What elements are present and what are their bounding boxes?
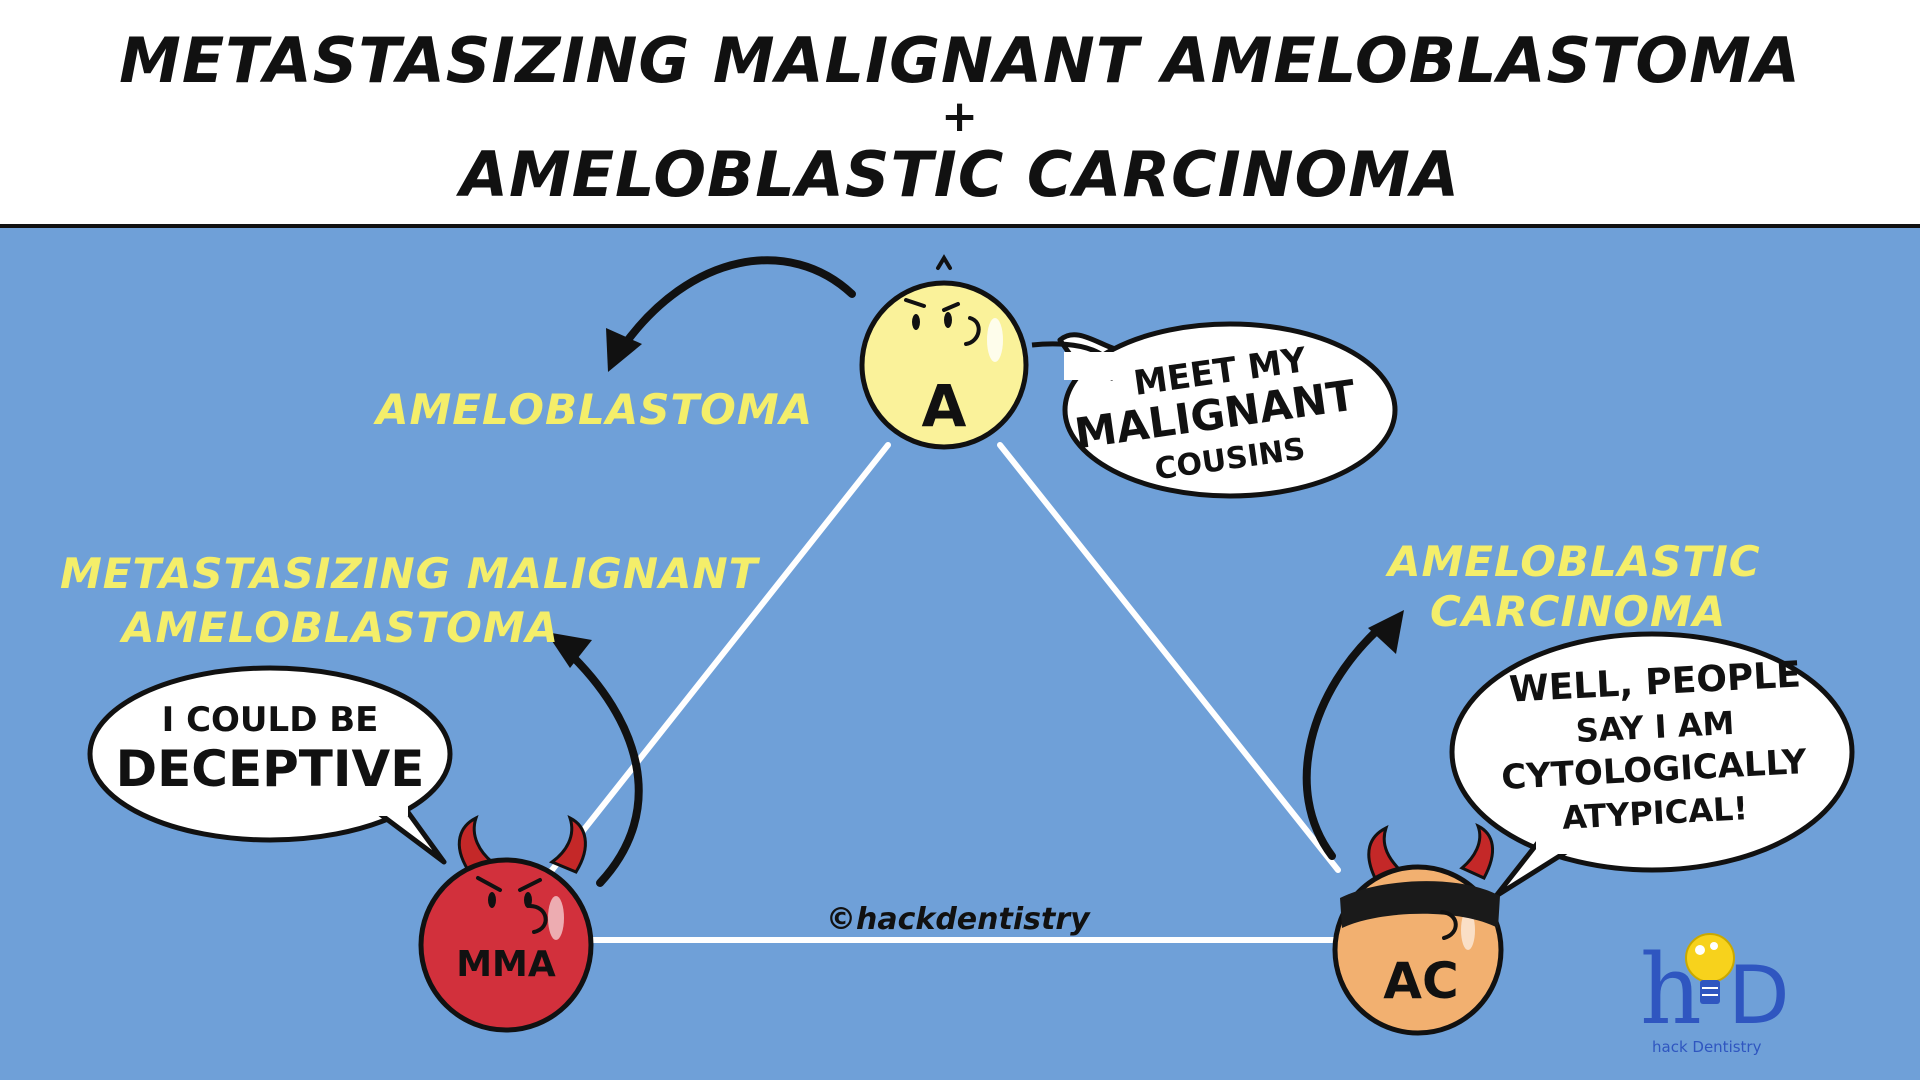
edge-a-mma: [549, 442, 891, 873]
title-plus: +: [941, 91, 979, 142]
character-a: [859, 254, 1029, 450]
horns-icon: [1459, 822, 1495, 880]
label-mma-line-1: METASTASIZING MALIGNANT: [60, 549, 759, 598]
header: [0, 0, 1920, 224]
edge-a-ac: [997, 442, 1341, 873]
header-divider: [0, 224, 1920, 228]
character-ac-label: AC: [1383, 952, 1459, 1010]
character-mma-label: MMA: [456, 944, 556, 985]
arrow-icon: [1302, 610, 1404, 860]
title-line-2: AMELOBLASTIC CARCINOMA: [460, 138, 1460, 211]
watermark: ©hackdentistry: [826, 902, 1090, 937]
arrow-icon: [606, 256, 856, 372]
bubble-mma-line-2: DECEPTIVE: [115, 740, 425, 798]
speech-bubble-a: [1031, 321, 1398, 499]
horns-icon: [1367, 825, 1403, 882]
bubble-mma-line-1: I COULD BE: [161, 700, 379, 740]
speech-bubble-ac: [1449, 631, 1855, 899]
speech-bubble-mma: [87, 665, 453, 865]
label-ac-line-2: CARCINOMA: [1430, 587, 1727, 636]
label-mma-line-2: AMELOBLASTOMA: [122, 603, 560, 652]
horns-icon: [457, 815, 496, 872]
arrow-icon: [546, 632, 643, 887]
character-ac: [1332, 822, 1504, 1036]
label-ameloblastoma: AMELOBLASTOMA: [376, 385, 814, 434]
lightbulb-icon: [1685, 933, 1735, 1004]
horns-icon: [548, 815, 587, 874]
character-mma: [418, 815, 594, 1033]
title-line-1: METASTASIZING MALIGNANT AMELOBLASTOMA: [119, 24, 1801, 97]
mask-icon: [1340, 881, 1500, 928]
label-ac-line-1: AMELOBLASTIC: [1388, 537, 1761, 586]
logo-mark-d: D: [1728, 949, 1790, 1042]
logo-mark-h: h: [1640, 934, 1702, 1046]
logo-caption: hack Dentistry: [1652, 1038, 1762, 1056]
character-a-label: A: [921, 372, 967, 440]
